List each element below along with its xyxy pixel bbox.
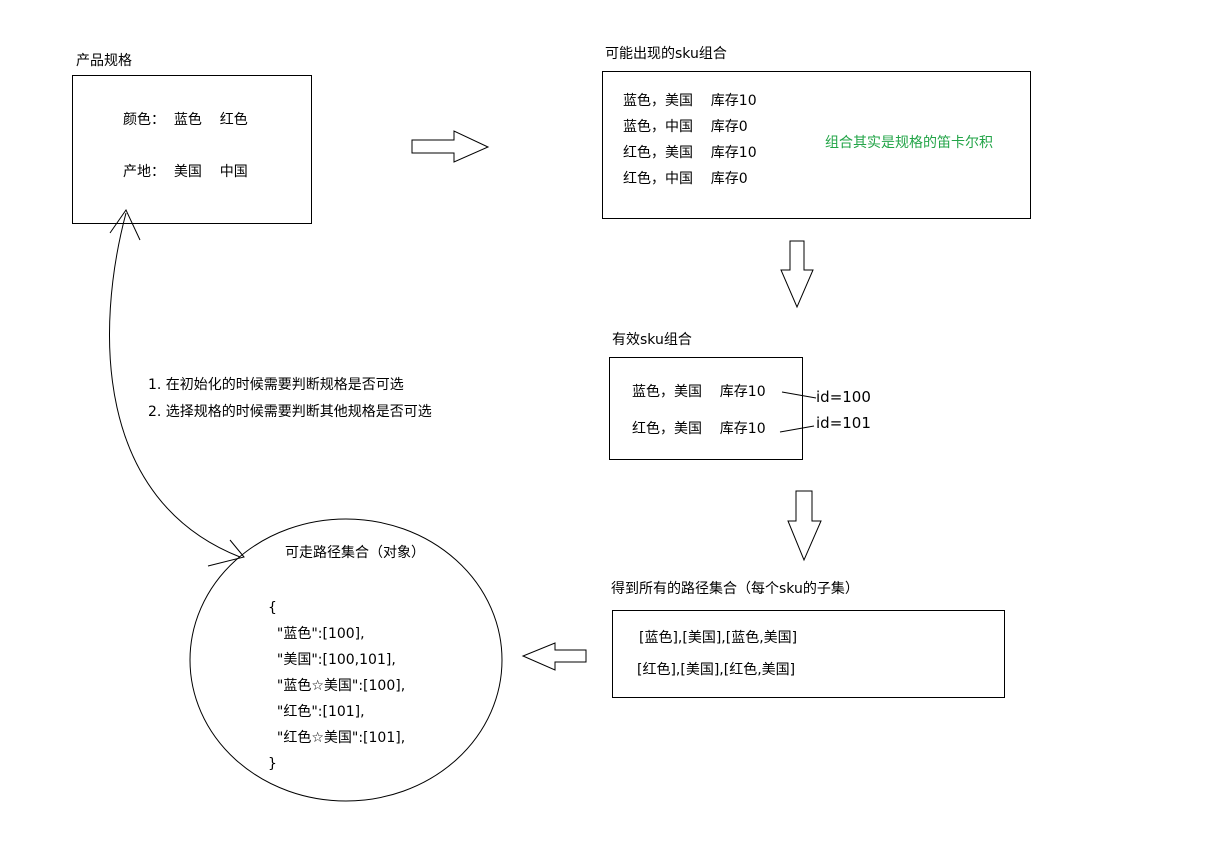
object-circle bbox=[189, 518, 503, 802]
arrowhead-up-icon bbox=[109, 209, 141, 241]
spec-box bbox=[72, 75, 312, 224]
object-line: "蓝色☆美国":[100], bbox=[268, 678, 406, 694]
valid-row: 红色，美国 库存10 bbox=[632, 421, 766, 437]
possible-row: 蓝色，美国 库存10 bbox=[623, 93, 757, 109]
spec-color-row: 颜色： 蓝色 红色 bbox=[123, 112, 248, 128]
valid-row: 蓝色，美国 库存10 bbox=[632, 384, 766, 400]
valid-id-label: id=100 bbox=[816, 388, 871, 406]
possible-row: 红色，美国 库存10 bbox=[623, 145, 757, 161]
valid-box bbox=[609, 357, 803, 460]
id-connector-2 bbox=[779, 425, 815, 433]
object-line: "红色☆美国":[101], bbox=[268, 730, 406, 746]
paths-row: [红色],[美国],[红色,美国] bbox=[637, 662, 796, 678]
object-line: "蓝色":[100], bbox=[268, 626, 365, 642]
object-line: } bbox=[268, 756, 277, 772]
possible-row: 红色，中国 库存0 bbox=[623, 171, 748, 187]
object-line: "美国":[100,101], bbox=[268, 652, 396, 668]
spec-origin-row: 产地： 美国 中国 bbox=[123, 164, 248, 180]
arrow-right-icon bbox=[411, 130, 490, 163]
paths-row: [蓝色],[美国],[蓝色,美国] bbox=[639, 630, 798, 646]
possible-row: 蓝色，中国 库存0 bbox=[623, 119, 748, 135]
id-connector-1 bbox=[781, 391, 817, 399]
paths-box bbox=[612, 610, 1005, 698]
possible-box bbox=[602, 71, 1031, 219]
arrow-down-icon-2 bbox=[787, 490, 822, 562]
paths-title: 得到所有的路径集合（每个sku的子集） bbox=[611, 581, 859, 597]
spec-title: 产品规格 bbox=[76, 53, 132, 69]
object-line: "红色":[101], bbox=[268, 704, 365, 720]
note-line: 2. 选择规格的时候需要判断其他规格是否可选 bbox=[148, 404, 432, 420]
arrow-left-icon bbox=[521, 642, 587, 671]
arrow-down-icon bbox=[780, 240, 814, 309]
valid-id-label: id=101 bbox=[816, 414, 871, 432]
possible-title: 可能出现的sku组合 bbox=[605, 46, 727, 62]
object-title: 可走路径集合（对象） bbox=[285, 545, 425, 561]
cartesian-note: 组合其实是规格的笛卡尔积 bbox=[825, 135, 993, 151]
note-line: 1. 在初始化的时候需要判断规格是否可选 bbox=[148, 377, 404, 393]
curved-link bbox=[108, 212, 241, 558]
object-line: { bbox=[268, 600, 277, 616]
arrowhead-down-icon bbox=[207, 539, 245, 567]
valid-title: 有效sku组合 bbox=[612, 332, 692, 348]
